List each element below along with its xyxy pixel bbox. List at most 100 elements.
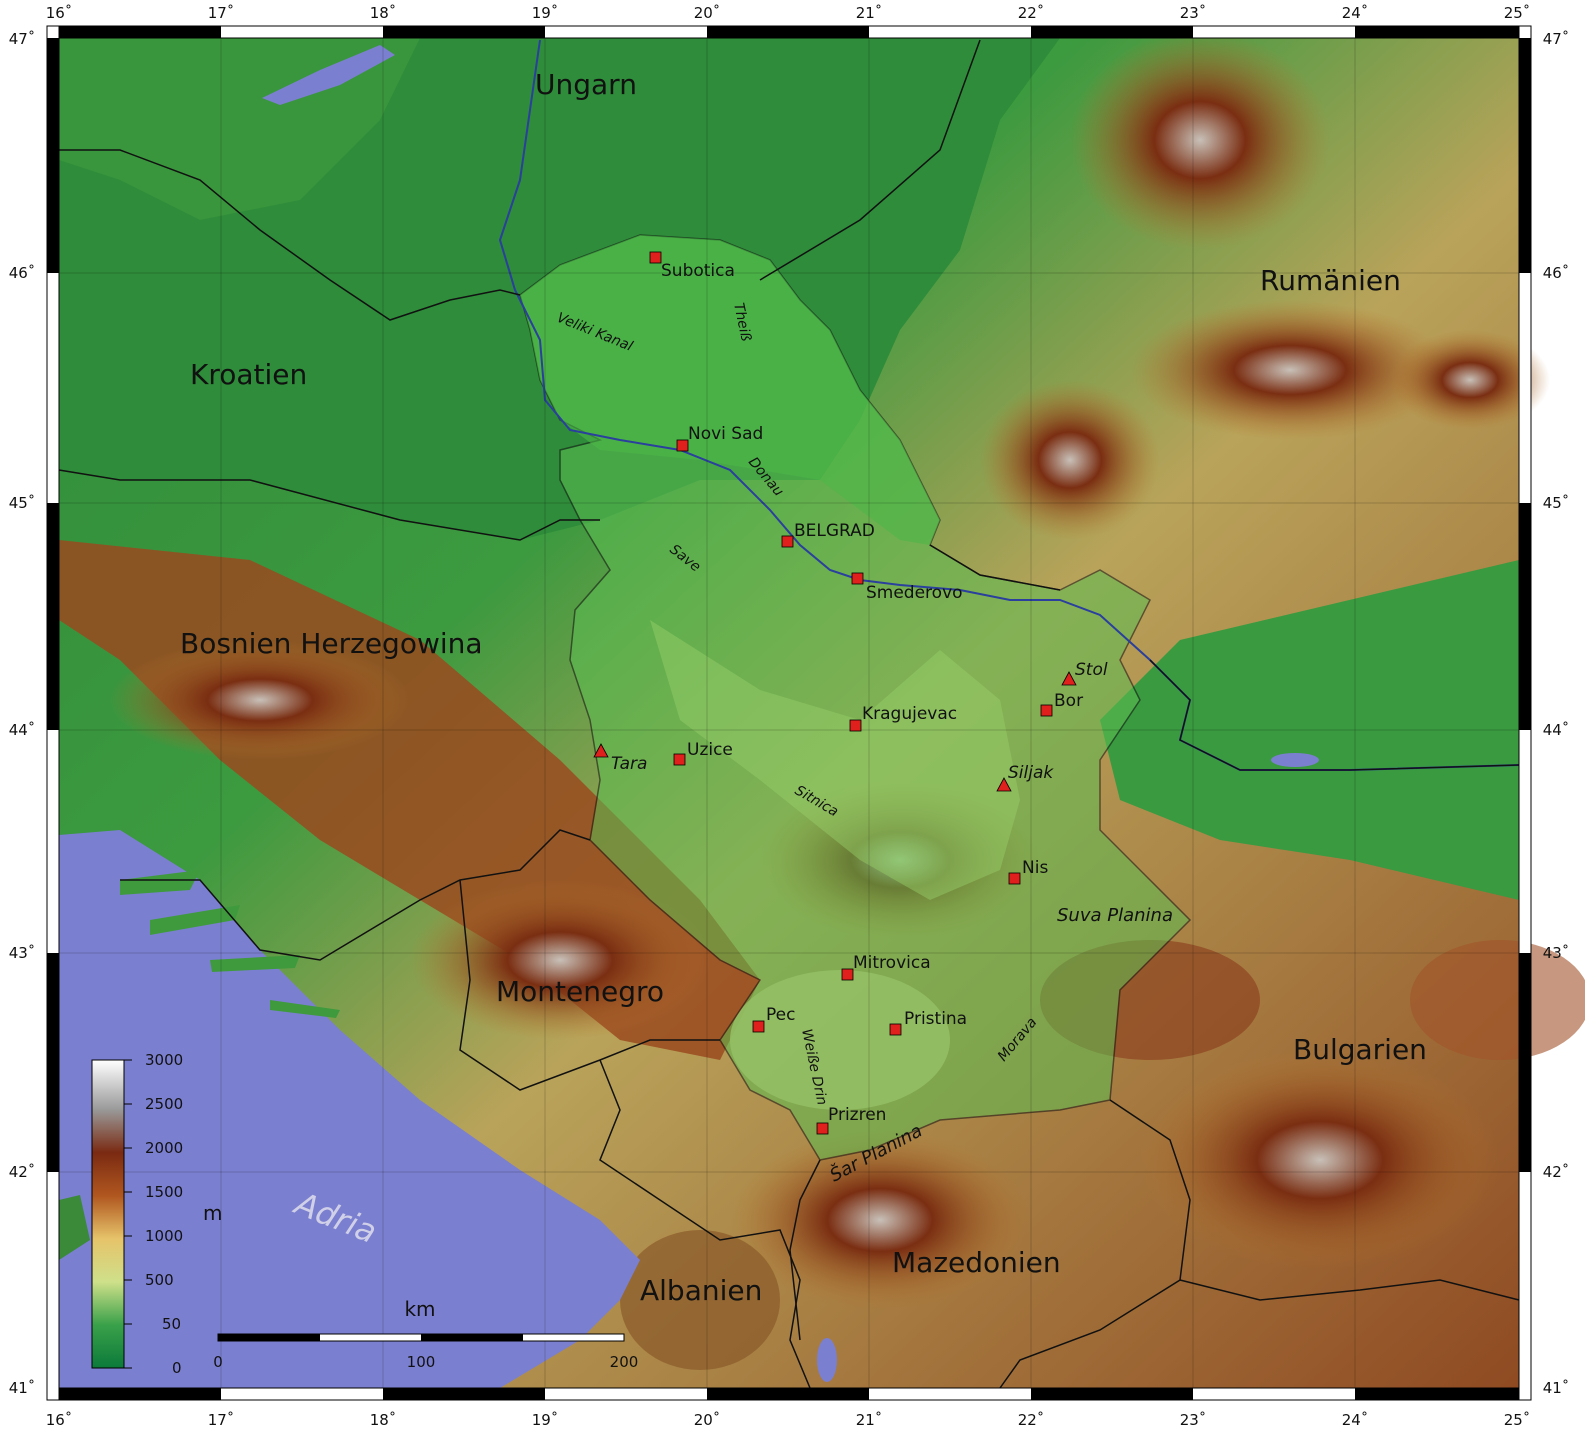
city-label-subotica: Subotica xyxy=(661,261,735,281)
city-marker[interactable] xyxy=(673,753,686,766)
island-3 xyxy=(210,955,300,972)
right-lat-label: 47˚ xyxy=(1543,30,1570,48)
city-marker[interactable] xyxy=(649,251,662,264)
country-label-ungarn: Ungarn xyxy=(535,68,637,101)
left-lat-label: 41˚ xyxy=(9,1379,36,1397)
bottom-lon-label: 24˚ xyxy=(1342,1411,1369,1429)
legend-tick: 50 xyxy=(162,1315,181,1333)
city-label-novi-sad: Novi Sad xyxy=(688,424,763,444)
city-marker[interactable] xyxy=(676,439,689,452)
city-label-kragujevac: Kragujevac xyxy=(862,704,957,724)
peak-label-siljak: Siljak xyxy=(1008,763,1054,783)
city-marker[interactable] xyxy=(1040,704,1053,717)
city-marker[interactable] xyxy=(841,968,854,981)
city-label-pristina: Pristina xyxy=(904,1009,967,1029)
city-label-nis: Nis xyxy=(1022,858,1048,878)
banat-mountains xyxy=(980,380,1160,540)
top-lon-label: 22˚ xyxy=(1018,4,1045,22)
adriatic-sea xyxy=(59,830,640,1388)
left-lat-label: 44˚ xyxy=(9,721,36,739)
lake-danube-delta xyxy=(1271,753,1319,767)
legend-unit: m xyxy=(203,1201,222,1225)
coordinate-labels: 16˚ 17˚ 18˚ 19˚ 20˚ 21˚ 22˚ 23˚ 24˚ 25˚ … xyxy=(9,4,1570,1429)
bottom-lon-label: 20˚ xyxy=(694,1411,721,1429)
italy-coast xyxy=(59,1195,90,1260)
legend-tick: 1000 xyxy=(145,1227,183,1245)
sumadija-hills xyxy=(650,620,1020,900)
sar-mountains xyxy=(730,1130,1030,1310)
river-label-theiss: Theiß xyxy=(730,302,754,343)
top-lon-label: 20˚ xyxy=(694,4,721,22)
peak-label-tara: Tara xyxy=(611,754,647,774)
vojvodina-plain xyxy=(520,235,940,545)
city-label-bor: Bor xyxy=(1054,691,1083,711)
range-label-suva-planina: Suva Planina xyxy=(1057,905,1173,926)
city-label-pec: Pec xyxy=(766,1005,795,1025)
right-lat-label: 46˚ xyxy=(1543,264,1570,282)
city-label-mitrovica: Mitrovica xyxy=(853,953,931,973)
country-label-rumaenien: Rumänien xyxy=(1260,264,1401,297)
borders xyxy=(58,39,1520,1389)
bottom-lon-label: 17˚ xyxy=(208,1411,235,1429)
top-lon-label: 17˚ xyxy=(208,4,235,22)
cities: Subotica Novi Sad BELGRAD Smederovo Krag… xyxy=(649,251,1083,1135)
bosnia-mountains xyxy=(110,640,410,760)
left-lat-label: 43˚ xyxy=(9,944,36,962)
city-marker[interactable] xyxy=(752,1020,765,1033)
carpathians-east xyxy=(1390,330,1550,430)
right-lat-label: 42˚ xyxy=(1543,1163,1570,1181)
bottom-lon-label: 18˚ xyxy=(370,1411,397,1429)
legend-tick: 500 xyxy=(145,1271,174,1289)
montenegro-mountains xyxy=(410,880,710,1040)
peak-label-stol: Stol xyxy=(1075,660,1108,680)
top-lon-label: 16˚ xyxy=(46,4,73,22)
scale-tick: 100 xyxy=(407,1353,436,1371)
legend-tick: 2000 xyxy=(145,1139,183,1157)
peaks: Stol Tara Siljak xyxy=(593,660,1108,792)
lake-balaton xyxy=(262,45,395,105)
albania-highlands xyxy=(620,1230,780,1370)
right-lat-label: 43˚ xyxy=(1543,944,1570,962)
scale-tick: 200 xyxy=(610,1353,639,1371)
country-label-mazedonien: Mazedonien xyxy=(892,1246,1061,1279)
city-marker[interactable] xyxy=(816,1122,829,1135)
bottom-lon-label: 21˚ xyxy=(856,1411,883,1429)
bottom-lon-label: 19˚ xyxy=(532,1411,559,1429)
city-marker[interactable] xyxy=(1008,872,1021,885)
bottom-lon-label: 22˚ xyxy=(1018,1411,1045,1429)
scale-unit: km xyxy=(404,1297,435,1321)
country-label-albanien: Albanien xyxy=(640,1274,762,1307)
top-lon-label: 23˚ xyxy=(1180,4,1207,22)
left-lat-label: 45˚ xyxy=(9,494,36,512)
peak-marker[interactable] xyxy=(1061,671,1077,686)
city-marker[interactable] xyxy=(781,535,794,548)
country-label-montenegro: Montenegro xyxy=(496,975,664,1008)
bottom-lon-label: 23˚ xyxy=(1180,1411,1207,1429)
right-lat-label: 44˚ xyxy=(1543,721,1570,739)
country-labels: Ungarn Rumänien Kroatien Bosnien Herzego… xyxy=(180,68,1427,1307)
peak-marker[interactable] xyxy=(996,777,1012,792)
city-marker[interactable] xyxy=(851,572,864,585)
city-label-uzice: Uzice xyxy=(687,740,733,760)
left-lat-label: 47˚ xyxy=(9,30,36,48)
city-label-prizren: Prizren xyxy=(828,1105,886,1125)
legend-tick: 3000 xyxy=(145,1051,183,1069)
country-label-kroatien: Kroatien xyxy=(190,358,307,391)
island-2 xyxy=(150,905,240,935)
map-area xyxy=(58,30,1585,1389)
country-label-bosnien: Bosnien Herzegowina xyxy=(180,627,483,660)
city-label-belgrad: BELGRAD xyxy=(794,521,875,541)
elevation-legend: 3000 2500 2000 1500 1000 500 50 0 m xyxy=(91,1051,222,1377)
island-1 xyxy=(120,870,200,895)
left-lat-label: 46˚ xyxy=(9,264,36,282)
top-lon-label: 25˚ xyxy=(1504,4,1531,22)
peak-marker[interactable] xyxy=(593,743,609,758)
city-marker[interactable] xyxy=(849,719,862,732)
wallachia-lowland xyxy=(1100,560,1519,900)
graticule xyxy=(59,38,1519,1388)
scale-bar: km 0 100 200 xyxy=(213,1297,638,1371)
rila-rhodope xyxy=(1140,1050,1500,1270)
southern-carpathians xyxy=(1130,300,1450,440)
city-marker[interactable] xyxy=(889,1023,902,1036)
